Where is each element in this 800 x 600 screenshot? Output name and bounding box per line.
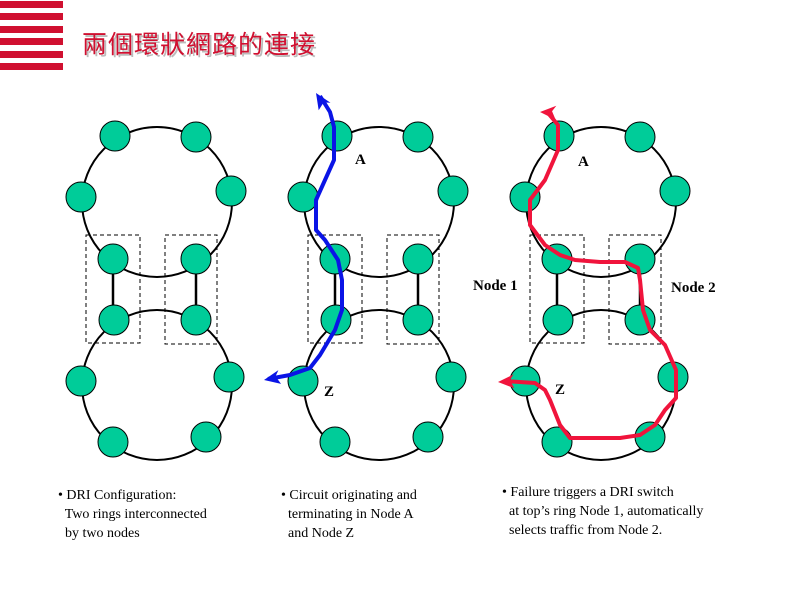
ring-node [320, 304, 352, 336]
ring-node [509, 181, 541, 213]
ring-node [213, 361, 245, 393]
node-2-box [164, 234, 218, 345]
stripe [0, 63, 63, 70]
ring-node [402, 121, 434, 153]
failover-path [504, 111, 678, 440]
ring-node [287, 181, 319, 213]
node-1-box [307, 234, 363, 344]
node-z-label: Z [324, 384, 334, 400]
node-1-label: Node 1 [473, 278, 518, 294]
node-a-label: A [355, 152, 366, 168]
node-1-box [85, 234, 141, 344]
ring-node [98, 304, 130, 336]
ring-node [624, 121, 656, 153]
ring-node [99, 120, 131, 152]
caption-circuit: • Circuit originating and terminating in… [281, 488, 417, 541]
arrowhead-icon [540, 105, 557, 120]
node-2-box [608, 234, 662, 345]
node-1-box [529, 234, 585, 344]
ring-node [402, 243, 434, 275]
circuit-path [267, 94, 344, 381]
node-2-label: Node 2 [671, 280, 716, 296]
ring-node [190, 421, 222, 453]
page-title: 兩個環狀網路的連接 [82, 30, 317, 59]
ring-node [542, 304, 574, 336]
stripe [0, 38, 63, 45]
arrowhead-icon [498, 374, 515, 389]
ring-node [402, 304, 434, 336]
ring-node [435, 361, 467, 393]
arrowhead-icon [316, 93, 331, 111]
ring-node [65, 365, 97, 397]
stripe [0, 26, 63, 33]
ring-node [541, 426, 573, 458]
caption-failure: • Failure triggers a DRI switch at top’s… [502, 485, 704, 538]
ring-node [659, 175, 691, 207]
stripe [0, 1, 63, 8]
ring-node [97, 243, 129, 275]
stripe [0, 51, 63, 58]
ring-node [437, 175, 469, 207]
ring-node [215, 175, 247, 207]
ring-node [412, 421, 444, 453]
ring-node [180, 121, 212, 153]
ring-node [97, 426, 129, 458]
ring-node [319, 426, 351, 458]
node-a-label: A [578, 154, 589, 170]
arrowhead-icon [264, 370, 282, 384]
ring-node [180, 243, 212, 275]
stripe [0, 13, 63, 20]
caption-dri-configuration: • DRI Configuration: Two rings interconn… [58, 488, 207, 541]
ring-node [65, 181, 97, 213]
node-2-box [386, 234, 440, 345]
ring-node [321, 120, 353, 152]
ring-node [180, 304, 212, 336]
node-z-label: Z [555, 382, 565, 398]
